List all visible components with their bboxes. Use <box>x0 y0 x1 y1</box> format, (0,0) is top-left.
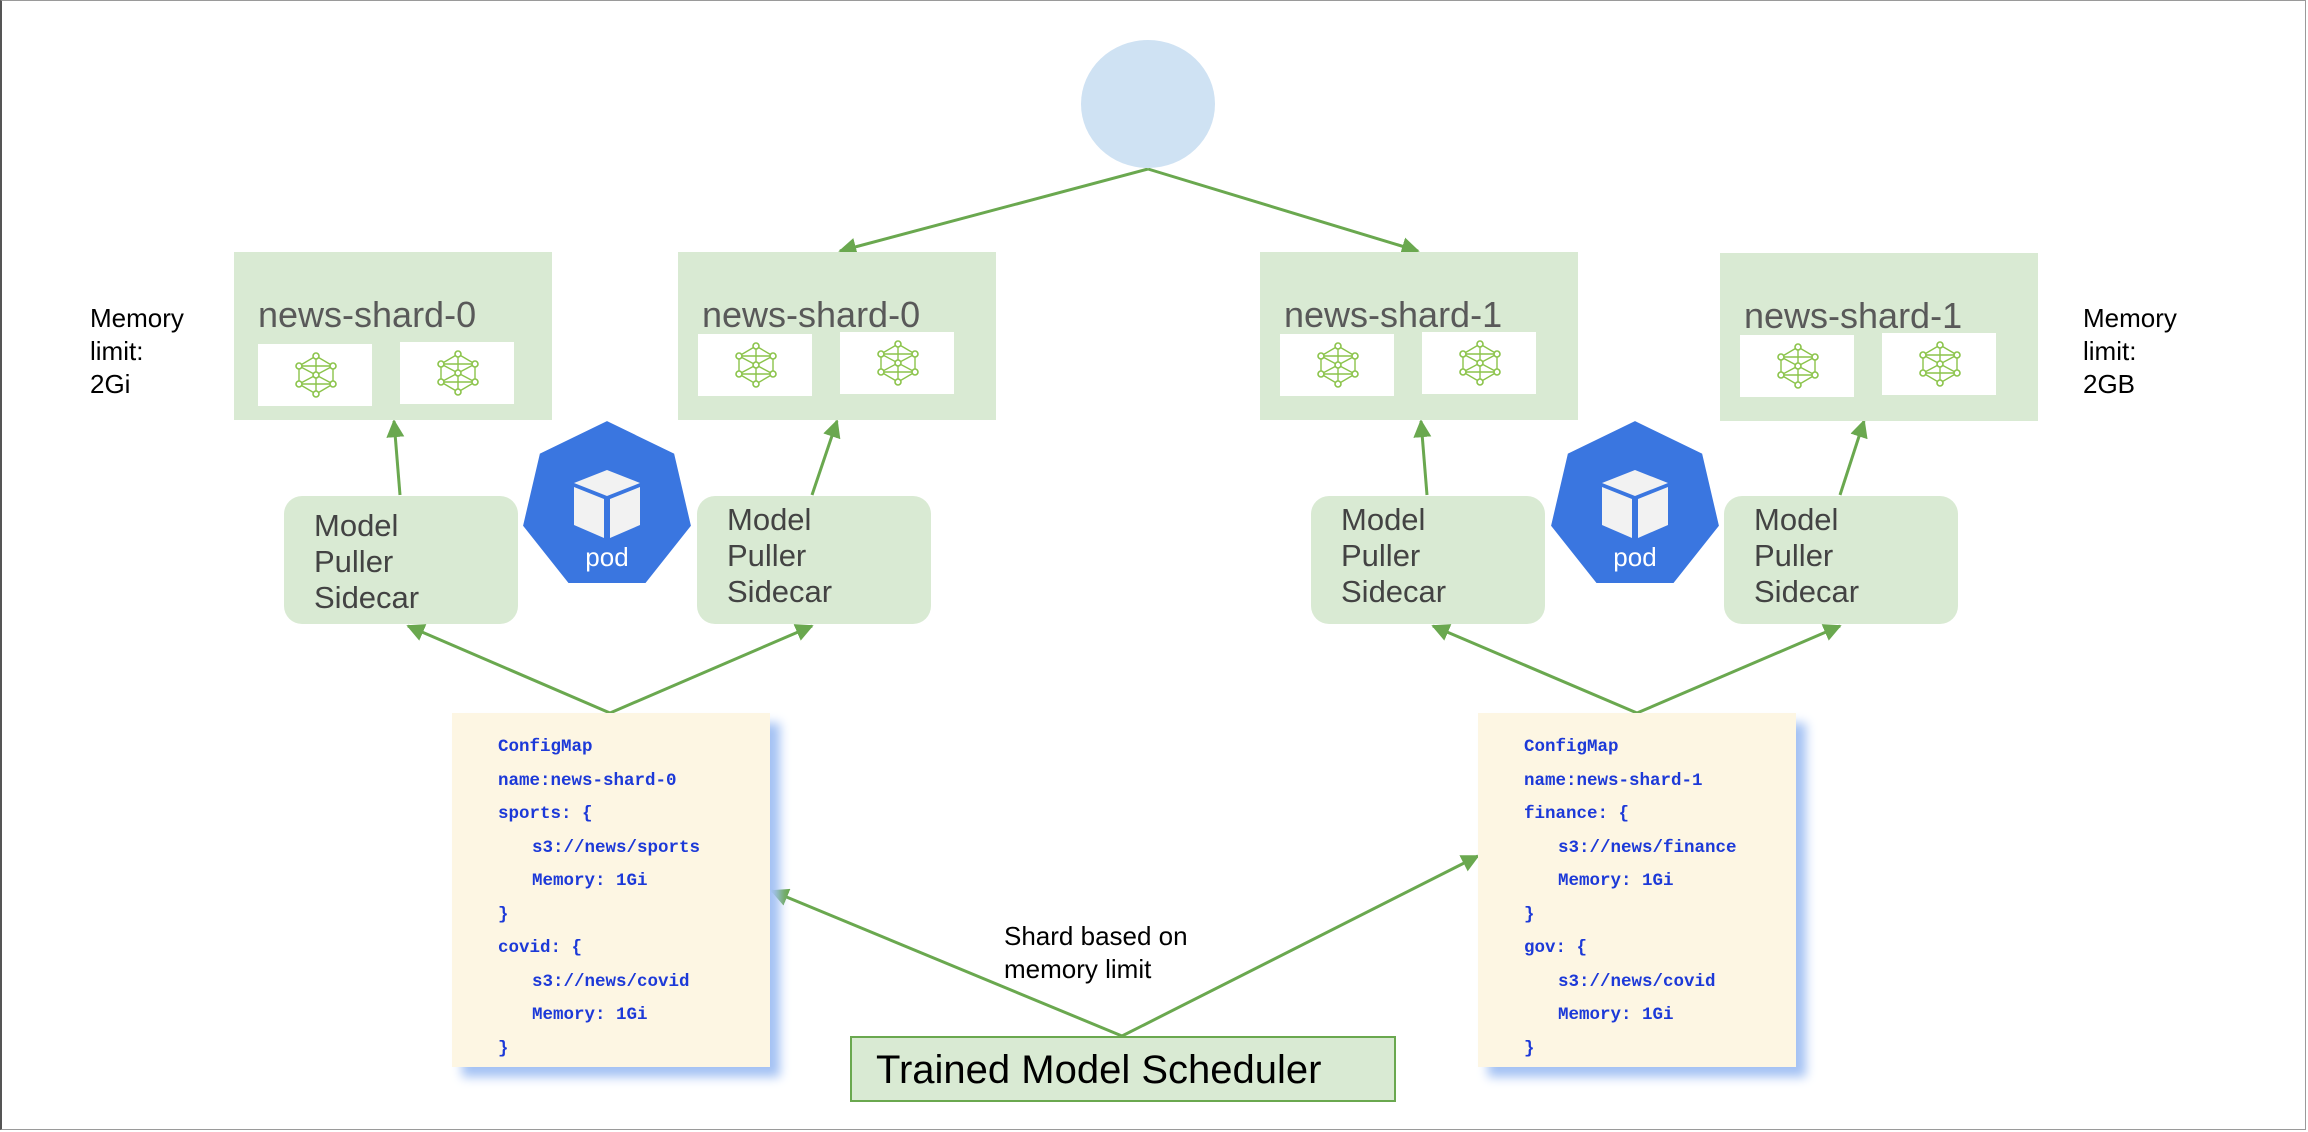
shard-box: news-shard-1 <box>1720 253 2038 421</box>
configmap-line: Memory: 1Gi <box>532 871 648 891</box>
neural-network-icon <box>1317 342 1359 388</box>
sidecar-label-line: Sidecar <box>1754 574 1860 609</box>
configmap-line: s3://news/sports <box>532 837 701 858</box>
shard-title: news-shard-0 <box>702 294 921 335</box>
shard-box: news-shard-0 <box>678 252 996 420</box>
arrow-sidecar-1-to-shard-0a <box>386 419 405 496</box>
sidecar-label-line: Sidecar <box>1341 574 1447 609</box>
pod-label: pod <box>1613 542 1657 572</box>
arrow-sidecar-4-to-shard-1b <box>1838 419 1868 496</box>
memory-limit-note: Memory limit: 2GB <box>2083 302 2177 401</box>
shard-box: news-shard-1 <box>1260 252 1578 420</box>
memory-limit-line: 2GB <box>2083 369 2136 399</box>
arrow-top-to-shard-1a <box>1147 167 1420 255</box>
configmap-line: } <box>498 1038 509 1059</box>
configmap-card: ConfigMap name:news-shard-0 sports: { s3… <box>452 713 770 1067</box>
model-box <box>840 332 954 394</box>
sidecar-label-line: Puller <box>727 538 807 573</box>
memory-limit-note: Memory limit: 2Gi <box>90 302 184 401</box>
model-box <box>1422 332 1536 394</box>
kubernetes-pod-icon <box>520 418 694 585</box>
neural-network-icon <box>295 352 337 398</box>
shard-title: news-shard-1 <box>1284 294 1503 335</box>
neural-network-icon <box>1919 341 1961 387</box>
configmap-line: name:news-shard-0 <box>498 770 677 791</box>
configmap-line: Memory: 1Gi <box>532 1005 648 1025</box>
sidecar-label-line: Sidecar <box>727 574 833 609</box>
configmap-line: } <box>1524 904 1535 925</box>
sidecar-label-line: Puller <box>1341 538 1421 573</box>
configmap-line: Memory: 1Gi <box>1558 871 1674 891</box>
sidecar-label-line: Model <box>1754 502 1839 537</box>
configmap-line: name:news-shard-1 <box>1524 770 1703 791</box>
model-box <box>258 344 372 406</box>
arrow-scheduler-to-configmap-0 <box>770 888 1123 1038</box>
model-puller-sidecar: Model Puller Sidecar <box>284 496 518 624</box>
sidecar-label-line: Model <box>314 508 399 543</box>
model-box <box>1740 335 1854 397</box>
model-puller-sidecar: Model Puller Sidecar <box>1724 496 1958 624</box>
memory-limit-line: Memory <box>90 303 184 333</box>
kubernetes-pod-icon <box>1548 418 1722 585</box>
shard-title: news-shard-1 <box>1744 295 1963 336</box>
neural-network-icon <box>1777 343 1819 389</box>
configmap-line: } <box>498 904 509 925</box>
memory-limit-line: limit: <box>2083 336 2137 366</box>
configmap-line: ConfigMap <box>498 737 593 757</box>
neural-network-icon <box>437 350 479 396</box>
arrow-sidecar-3-to-shard-1a <box>1413 419 1432 496</box>
model-box <box>1882 333 1996 395</box>
kubernetes-pod: pod <box>1548 418 1722 588</box>
neural-network-icon <box>735 342 777 388</box>
sidecar-label-line: Sidecar <box>314 580 420 615</box>
shard-note-line: memory limit <box>1004 954 1152 984</box>
arrow-top-to-shard-0b <box>838 167 1149 256</box>
arrow-sidecar-2-to-shard-0b <box>810 419 841 496</box>
memory-limit-line: Memory <box>2083 303 2177 333</box>
configmap-line: gov: { <box>1524 938 1588 958</box>
entry-circle <box>1081 40 1215 168</box>
shard-title: news-shard-0 <box>258 294 477 335</box>
configmap-line: Memory: 1Gi <box>1558 1005 1674 1025</box>
model-puller-sidecar: Model Puller Sidecar <box>1311 496 1545 624</box>
shard-note: Shard based on memory limit <box>1004 920 1188 986</box>
model-puller-sidecar: Model Puller Sidecar <box>697 496 931 624</box>
configmap-line: s3://news/finance <box>1558 837 1737 858</box>
configmap-line: s3://news/covid <box>532 971 690 992</box>
arrow-configmap-0-to-sidecar-1 <box>406 624 611 715</box>
arrow-configmap-1-to-sidecar-4 <box>1636 624 1842 715</box>
configmap-line: } <box>1524 1038 1535 1059</box>
memory-limit-line: limit: <box>90 336 144 366</box>
configmap-line: sports: { <box>498 804 593 824</box>
sidecar-label-line: Puller <box>314 544 394 579</box>
scheduler-label: Trained Model Scheduler <box>876 1048 1322 1092</box>
pod-label: pod <box>585 542 629 572</box>
model-box <box>400 342 514 404</box>
configmap-line: s3://news/covid <box>1558 971 1716 992</box>
neural-network-icon <box>1459 340 1501 386</box>
arrow-configmap-1-to-sidecar-3 <box>1431 624 1638 715</box>
kubernetes-pod: pod <box>520 418 694 588</box>
trained-model-scheduler: Trained Model Scheduler <box>850 1036 1396 1102</box>
sidecar-label-line: Model <box>1341 502 1426 537</box>
configmap-line: covid: { <box>498 938 583 958</box>
arrow-configmap-0-to-sidecar-2 <box>609 624 814 715</box>
shard-note-line: Shard based on <box>1004 921 1188 951</box>
neural-network-icon <box>877 340 919 386</box>
memory-limit-line: 2Gi <box>90 369 131 399</box>
arrow-scheduler-to-configmap-1 <box>1121 854 1480 1038</box>
shard-box: news-shard-0 <box>234 252 552 420</box>
configmap-line: finance: { <box>1524 804 1630 824</box>
model-box <box>1280 334 1394 396</box>
sidecar-label-line: Puller <box>1754 538 1834 573</box>
configmap-line: ConfigMap <box>1524 737 1619 757</box>
model-box <box>698 334 812 396</box>
configmap-card: ConfigMap name:news-shard-1 finance: { s… <box>1478 713 1796 1067</box>
sidecar-label-line: Model <box>727 502 812 537</box>
